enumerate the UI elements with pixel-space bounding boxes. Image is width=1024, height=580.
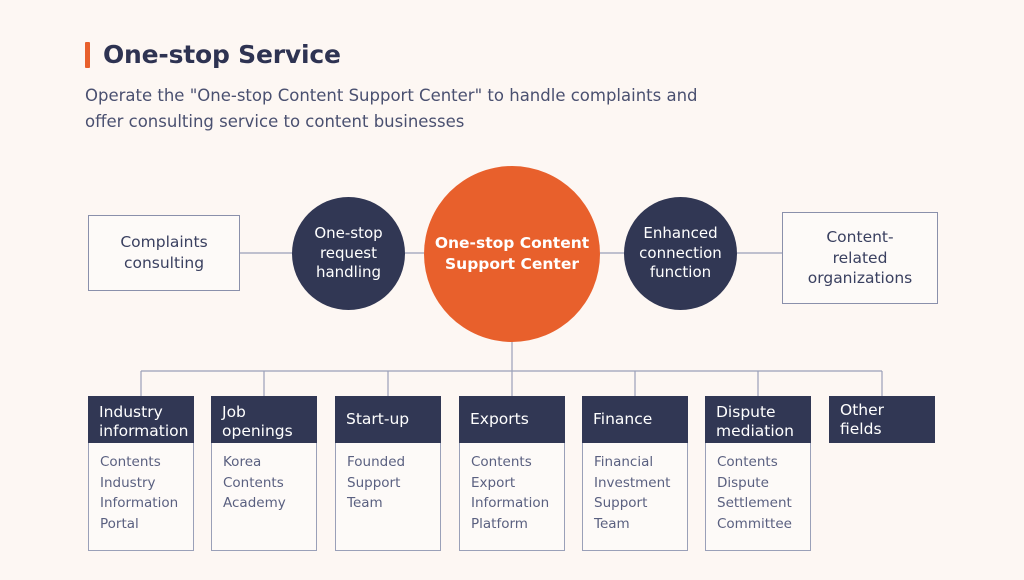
category-card-header: Start-up xyxy=(335,396,441,443)
category-card-header: Job openings xyxy=(211,396,317,443)
node-enhanced-connection-function[interactable]: Enhanced connection function xyxy=(624,197,737,310)
category-card-body: Korea Contents Academy xyxy=(211,443,317,551)
node-one-stop-request-handling[interactable]: One-stop request handling xyxy=(292,197,405,310)
category-card-header: Exports xyxy=(459,396,565,443)
node-enhanced-connection-function-label: Enhanced connection function xyxy=(639,224,722,282)
category-card[interactable]: Dispute mediation Contents Dispute Settl… xyxy=(705,396,811,551)
category-card-body: Founded Support Team xyxy=(335,443,441,551)
node-content-related-organizations-label: Content- related organizations xyxy=(807,227,913,288)
node-complaints-consulting-label: Complaints consulting xyxy=(120,233,208,272)
title-row: One-stop Service xyxy=(85,40,785,69)
node-one-stop-request-handling-label: One-stop request handling xyxy=(314,224,383,282)
page-header: One-stop Service Operate the "One-stop C… xyxy=(85,40,785,134)
node-one-stop-content-support-center-label: One-stop Content Support Center xyxy=(434,233,590,273)
category-card-body: Contents Industry Information Portal xyxy=(88,443,194,551)
category-card-header: Dispute mediation xyxy=(705,396,811,443)
title-accent-bar xyxy=(85,41,90,68)
category-card[interactable]: Finance Financial Investment Support Tea… xyxy=(582,396,688,551)
category-card-body: Financial Investment Support Team xyxy=(582,443,688,551)
category-card-body: Contents Dispute Settlement Committee xyxy=(705,443,811,551)
category-card-body: Contents Export Information Platform xyxy=(459,443,565,551)
category-card[interactable]: Other fields xyxy=(829,396,935,443)
node-one-stop-content-support-center[interactable]: One-stop Content Support Center xyxy=(424,166,600,342)
category-card[interactable]: Start-up Founded Support Team xyxy=(335,396,441,551)
category-card-header: Finance xyxy=(582,396,688,443)
page-subtitle: Operate the "One-stop Content Support Ce… xyxy=(85,86,698,131)
category-card[interactable]: Job openings Korea Contents Academy xyxy=(211,396,317,551)
node-content-related-organizations[interactable]: Content- related organizations xyxy=(782,212,938,304)
category-card-header: Other fields xyxy=(829,396,935,443)
node-complaints-consulting[interactable]: Complaints consulting xyxy=(88,215,240,291)
category-card[interactable]: Industry information Contents Industry I… xyxy=(88,396,194,551)
category-card-header: Industry information xyxy=(88,396,194,443)
category-card[interactable]: Exports Contents Export Information Plat… xyxy=(459,396,565,551)
page-title: One-stop Service xyxy=(103,40,341,69)
